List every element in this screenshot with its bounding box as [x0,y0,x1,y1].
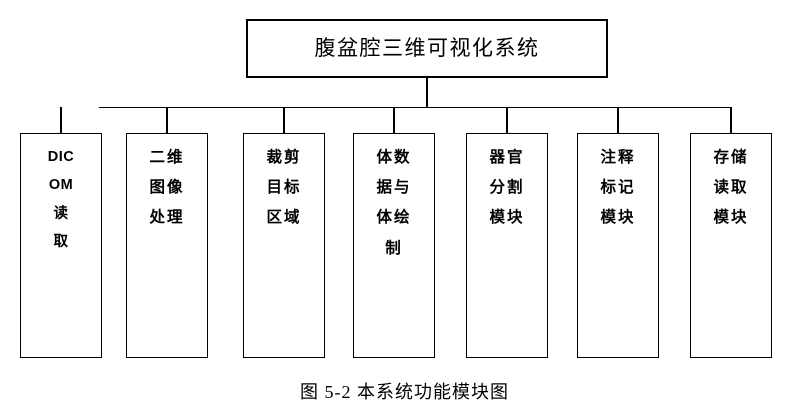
module-label-dicom-read-line-4: 取 [53,233,69,250]
module-node-crop-target-region[interactable]: 裁剪目标区域 [243,133,325,358]
module-label-annotation-marking-line-2: 标记 [600,179,636,197]
module-label-organ-segmentation-line-3: 模块 [489,209,525,227]
module-node-volume-render[interactable]: 体数据与体绘制 [353,133,435,358]
figure-caption: 图 5-2 本系统功能模块图 [300,382,509,402]
connector-drop-annotation-marking [617,107,619,133]
module-label-volume-render-line-1: 体数 [376,149,412,166]
module-node-annotation-marking[interactable]: 注释标记模块 [577,133,659,358]
connector-drop-crop-target-region [283,107,285,133]
module-node-dicom-read[interactable]: DIC OM 读取 [20,133,102,358]
connector-drop-storage-readwrite [730,107,732,133]
connector-trunk-vertical [426,78,428,108]
module-label-crop-target-region-line-1: 裁剪 [266,149,302,166]
module-label-volume-render-line-2: 据与 [376,179,412,197]
module-label-storage-readwrite-line-1: 存储 [713,149,749,166]
module-label-storage-readwrite-line-2: 读取 [713,179,749,197]
module-label-annotation-marking-line-1: 注释 [600,149,636,166]
module-label-organ-segmentation-line-1: 器官 [489,149,525,166]
connector-drop-organ-segmentation [506,107,508,133]
connector-drop-dicom-read [60,107,62,133]
module-label-crop-target-region-line-2: 目标 [266,179,302,197]
root-node-system-title: 腹盆腔三维可视化系统 [246,19,608,78]
connector-drop-volume-render [393,107,395,133]
module-label-annotation-marking-line-3: 模块 [600,209,636,227]
connector-drop-2d-image-process [166,107,168,133]
module-label-organ-segmentation-line-2: 分割 [489,179,525,197]
module-node-storage-readwrite[interactable]: 存储读取模块 [690,133,772,358]
module-label-dicom-read-line-2: OM [48,177,74,194]
module-label-dicom-read-line-3: 读 [53,205,69,222]
module-label-volume-render-line-3: 体绘 [376,209,412,227]
module-label-2d-image-process-line-1: 二维 [149,149,185,166]
module-label-dicom-read-line-1: DIC [47,149,75,165]
module-label-2d-image-process-line-2: 图像 [149,179,185,197]
connector-bus-horizontal [99,107,732,109]
module-label-2d-image-process-line-3: 处理 [149,209,185,227]
module-node-2d-image-process[interactable]: 二维图像处理 [126,133,208,358]
module-node-organ-segmentation[interactable]: 器官分割模块 [466,133,548,358]
root-node-label: 腹盆腔三维可视化系统 [314,36,540,60]
module-label-storage-readwrite-line-3: 模块 [713,209,749,227]
module-label-volume-render-line-4: 制 [385,239,403,257]
module-label-crop-target-region-line-3: 区域 [266,209,302,227]
